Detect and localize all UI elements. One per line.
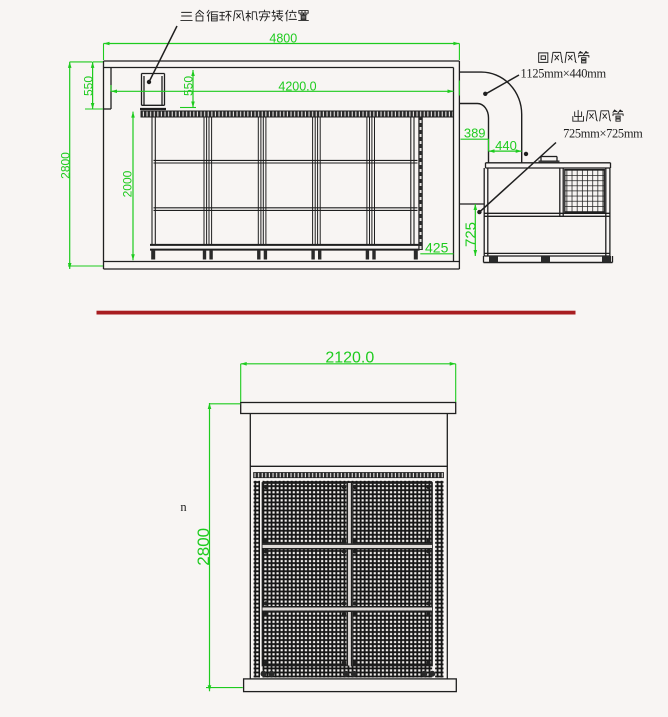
svg-text:425: 425 [425,239,449,255]
svg-text:389: 389 [464,126,486,141]
svg-text:2800: 2800 [194,528,213,566]
svg-text:4800: 4800 [269,32,297,46]
svg-text:2120.0: 2120.0 [325,349,374,366]
svg-text:2800: 2800 [58,152,72,179]
svg-text:725: 725 [463,222,480,247]
svg-text:n: n [180,500,187,514]
svg-text:440: 440 [495,138,517,153]
svg-text:2000: 2000 [120,170,134,197]
svg-text:550: 550 [182,76,196,96]
svg-text:550: 550 [81,76,95,96]
svg-text:725mm×725mm: 725mm×725mm [563,126,643,140]
svg-text:1125mm×440mm: 1125mm×440mm [521,67,607,81]
svg-text:4200.0: 4200.0 [278,79,316,93]
